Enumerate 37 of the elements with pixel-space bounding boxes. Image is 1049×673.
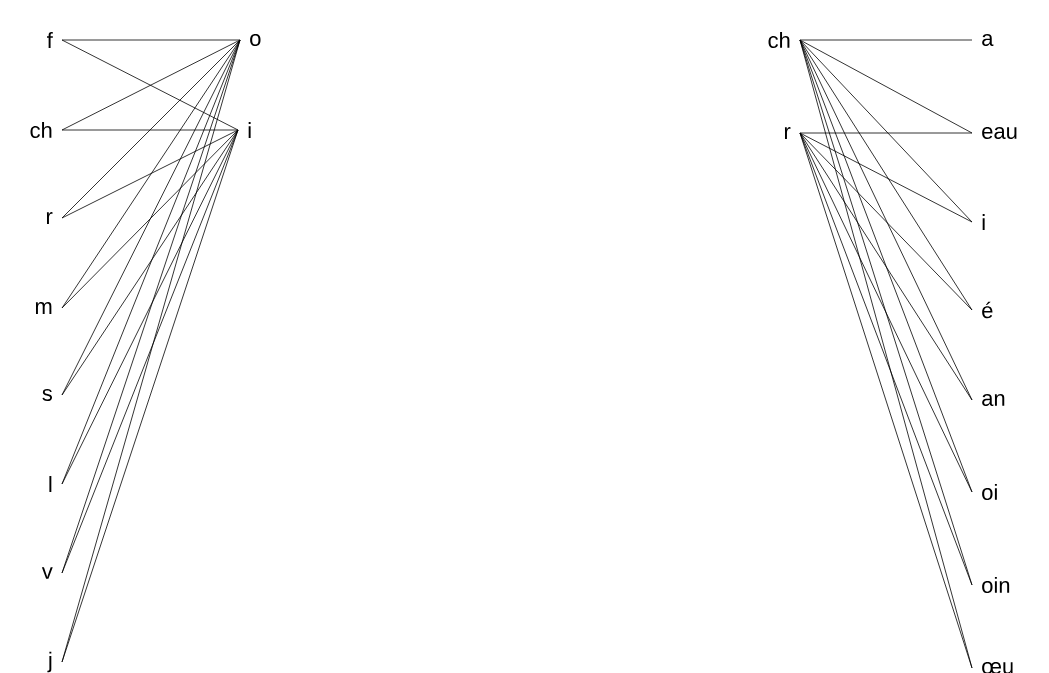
connecting-line (799, 39, 973, 223)
connecting-line (799, 132, 973, 223)
connecting-line (61, 129, 239, 663)
grapheme-label: oin (982, 576, 1010, 594)
grapheme-label: é (982, 301, 993, 319)
connecting-line (61, 129, 239, 309)
grapheme-label: i (248, 122, 251, 138)
grapheme-label: i (982, 214, 985, 230)
connecting-line (799, 39, 973, 493)
connecting-line (799, 39, 973, 311)
grapheme-label: a (982, 33, 994, 47)
connecting-line (61, 39, 241, 41)
grapheme-label: an (982, 394, 1005, 407)
grapheme-label: r (46, 212, 53, 224)
connecting-line (799, 39, 973, 134)
connecting-line (799, 132, 973, 586)
connecting-line (61, 129, 239, 219)
grapheme-label: m (35, 302, 52, 314)
grapheme-label: v (41, 567, 53, 579)
connecting-line (799, 132, 973, 401)
connecting-line (61, 39, 241, 309)
grapheme-label: oi (982, 483, 997, 501)
grapheme-label: ch (30, 121, 52, 139)
connecting-line (61, 129, 239, 396)
grapheme-label: r (784, 127, 791, 139)
grapheme-label: ch (768, 31, 790, 49)
connecting-line (799, 132, 973, 134)
grapheme-label: f (47, 32, 53, 48)
connecting-line (61, 129, 239, 131)
grapheme-label: l (49, 476, 52, 492)
grapheme-label: j (47, 651, 52, 673)
grapheme-label: s (42, 389, 52, 401)
connecting-line (799, 39, 973, 41)
grapheme-label: o (250, 33, 261, 47)
connecting-line (61, 39, 241, 219)
connecting-line (799, 132, 973, 311)
grapheme-label: eau (982, 127, 1017, 140)
